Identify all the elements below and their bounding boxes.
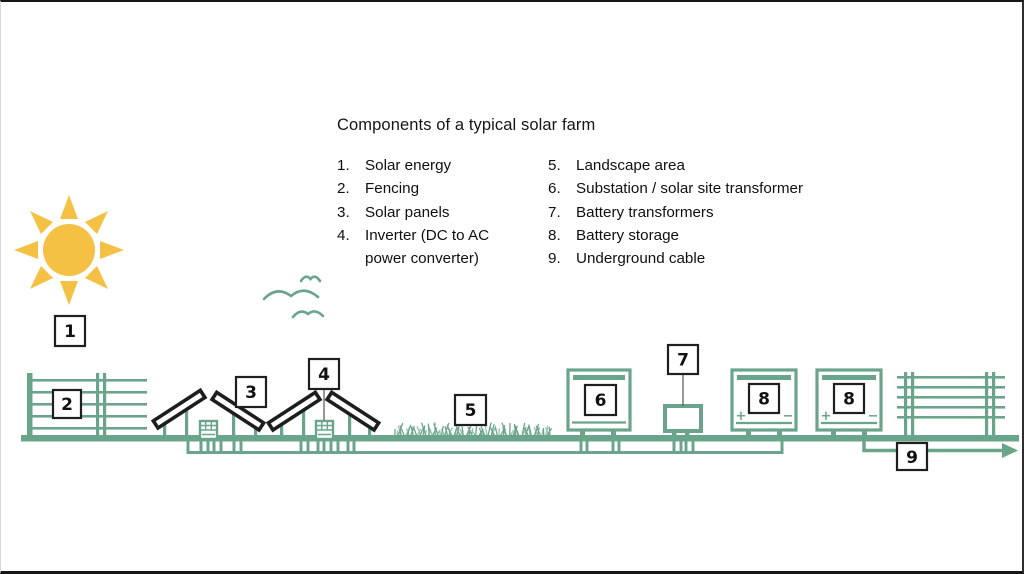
legend-item-label: Substation / solar site transformer: [576, 180, 804, 198]
legend-item: 4. Inverter (DC to AC power converter): [337, 224, 549, 271]
legend-item-number: 1.: [337, 157, 350, 174]
marker-number: 2: [61, 395, 73, 415]
marker-number: 4: [318, 365, 330, 385]
bird-icon: [262, 289, 320, 301]
legend-item-number: 7.: [548, 203, 561, 221]
panel-supports: [163, 411, 258, 439]
plus-sign: +: [736, 409, 747, 424]
page-title: Components of a typical solar farm: [337, 116, 596, 134]
ground-line: [21, 435, 1019, 442]
legend-item: 1. Solar energy: [337, 154, 549, 177]
marker-inverter: 4: [307, 357, 341, 391]
legend-item-number: 8.: [548, 226, 561, 244]
legend-item: 9. Underground cable: [548, 247, 878, 270]
legend-item-label: Battery transformers: [576, 203, 714, 221]
legend-item: 2. Fencing: [337, 177, 549, 200]
marker-battery-transformer: 7: [666, 343, 700, 376]
marker-fencing: 2: [51, 388, 83, 420]
minus-sign: −: [868, 409, 879, 424]
cable-export-line: [862, 439, 1003, 453]
cable-arrow-icon: [1002, 443, 1018, 458]
panel-supports: [280, 411, 372, 439]
bird-icon: [291, 310, 325, 319]
marker-number: 8: [758, 390, 770, 410]
marker-number: 1: [64, 322, 76, 342]
grass: [394, 422, 553, 437]
legend-item-number: 9.: [548, 250, 561, 268]
substation: [566, 368, 632, 439]
birds-icon: [262, 275, 325, 319]
legend-item: 3. Solar panels: [337, 201, 549, 224]
legend-item-label: Inverter (DC to AC power converter): [365, 226, 490, 268]
legend-item-number: 2.: [337, 180, 350, 198]
marker-number: 5: [465, 401, 477, 421]
legend-item-number: 5.: [548, 157, 561, 174]
grass-blades: [396, 425, 551, 437]
plus-sign: +: [821, 409, 832, 424]
legend-item: 6. Substation / solar site transformer: [548, 177, 878, 200]
marker-number: 3: [245, 383, 257, 403]
marker-substation: 6: [583, 383, 618, 417]
legend-item-label: Fencing: [365, 180, 420, 198]
legend-item: 7. Battery transformers: [548, 201, 878, 224]
fence-right: [897, 372, 1005, 439]
legend-item-label: Landscape area: [576, 157, 685, 174]
marker-underground-cable: 9: [895, 441, 929, 472]
marker-landscape: 5: [453, 393, 488, 427]
legend-item-label: Underground cable: [576, 250, 706, 268]
marker-number: 9: [906, 448, 918, 468]
legend-item-label: Solar energy: [365, 157, 452, 174]
underground-cable: [186, 439, 1018, 458]
solar-panel: [150, 387, 208, 431]
legend-column-1: 1. Solar energy 2. Fencing 3. Solar pane…: [337, 154, 549, 270]
solar-array-2: [265, 389, 382, 441]
inverter-unit: [198, 419, 219, 441]
marker-solar-panels: 3: [234, 375, 268, 409]
fence-left: [27, 373, 147, 439]
legend-column-2: 5. Landscape area 6. Substation / solar …: [548, 154, 878, 270]
sun-icon: [14, 195, 124, 305]
solar-panel: [265, 389, 323, 433]
marker-number: 8: [843, 390, 855, 410]
bird-icon: [299, 275, 322, 283]
solar-panel: [324, 389, 382, 433]
battery-transformer: [663, 404, 703, 439]
marker-sun: 1: [53, 314, 87, 348]
legend-item: 8. Battery storage: [548, 224, 878, 247]
legend-item-number: 3.: [337, 203, 350, 221]
marker-battery-storage-2: 8: [832, 382, 866, 415]
legend-item-number: 6.: [548, 180, 561, 198]
legend-item: 5. Landscape area: [548, 154, 878, 177]
legend-item-label: Solar panels: [365, 203, 450, 221]
cable-duct-connectors: [199, 441, 695, 452]
legend-item-label: Battery storage: [576, 226, 679, 244]
inverter-unit: [314, 419, 335, 441]
marker-battery-storage-1: 8: [747, 382, 781, 415]
marker-number: 7: [677, 351, 689, 371]
marker-number: 6: [595, 391, 607, 411]
legend-item-number: 4.: [337, 226, 350, 244]
solar-array-1: [150, 387, 267, 441]
cable-duct: [186, 441, 784, 454]
minus-sign: −: [783, 409, 794, 424]
